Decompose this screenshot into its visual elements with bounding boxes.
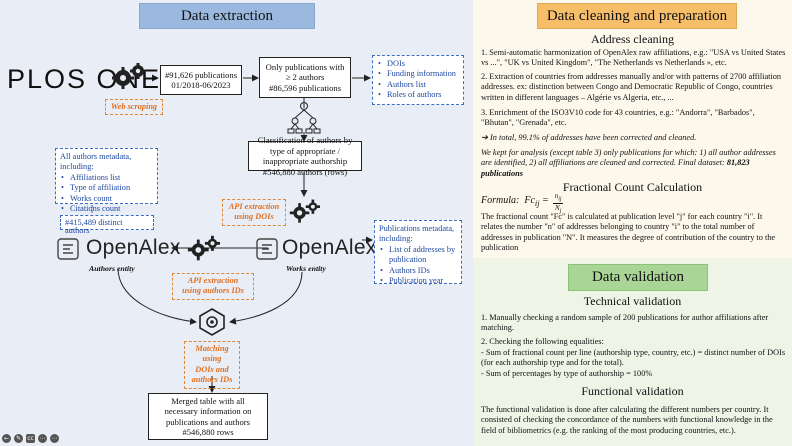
gears-icon (289, 199, 320, 223)
publications-metadata-box: Publications metadata, including: List o… (374, 220, 462, 287)
merged-line-4: #546,880 rows (182, 427, 234, 437)
technical-validation-title: Technical validation (583, 294, 682, 308)
list-item: Affiliations list (60, 173, 153, 184)
api-authors-line-2: using authors IDs (182, 286, 244, 296)
cleaning-title: Data cleaning and preparation (537, 3, 737, 29)
technical-step-1: 1. Manually checking a random sample of … (481, 313, 769, 333)
cleaning-step-1: 1. Semi-automatic harmonization of OpenA… (481, 48, 786, 68)
formula-label: Formula: (481, 195, 520, 206)
openalex-logo-icon (256, 238, 278, 260)
more-icon[interactable]: ⋯ (38, 434, 47, 443)
api-authors-label: API extraction using authors IDs (172, 273, 254, 300)
api-authors-line-1: API extraction (187, 276, 239, 285)
classification-line-4: #546,880 authors (rows) (262, 166, 348, 177)
captions-icon[interactable]: cc (26, 434, 35, 443)
validation-title: Data validation (568, 264, 708, 291)
cleaning-total: ➔ In total, 99.1% of addresses have been… (481, 133, 786, 143)
technical-step-4: - Sum of percentages by type of authorsh… (481, 369, 653, 378)
publications-period: 01/2018-06/2023 (171, 80, 231, 90)
list-item: Roles of authors (377, 90, 459, 101)
gears-icon (112, 63, 146, 89)
list-item: Publication year (379, 276, 457, 287)
list-item: Funding information (377, 69, 459, 80)
publications-count: #91,626 publications (164, 69, 238, 80)
list-item: List of addresses by publication (379, 245, 457, 266)
kept-text: We kept for analysis (except table 3) on… (481, 148, 776, 168)
filter-line-1: Only publications with (265, 61, 345, 72)
metadata-list-box: DOIs Funding information Authors list Ro… (372, 55, 464, 105)
fractional-count-title: Fractional Count Calculation (562, 180, 703, 194)
authors-metadata-box: All authors metadata, including: Affilia… (55, 148, 158, 215)
cleaning-total-text: In total, 99.1% of addresses have been c… (490, 133, 697, 142)
merged-line-2: necessary information on (164, 406, 252, 416)
api-dois-label: API extraction using DOIs (222, 199, 286, 226)
gears-icon (187, 235, 220, 261)
slide-toolbar: ← ✎ cc ⋯ ⋯ (2, 434, 59, 445)
matching-label: Matching using DOIs and authors IDs (184, 341, 240, 389)
openalex-logo-icon (57, 238, 79, 260)
merged-table-box: Merged table with all necessary informat… (148, 393, 268, 440)
openalex-authors-logo: OpenAlex (86, 236, 181, 259)
list-item: Type of affiliation (60, 183, 153, 194)
cleaning-step-2: 2. Extraction of countries from addresse… (481, 72, 782, 102)
list-item: Authors IDs (379, 266, 457, 277)
web-scraping-label: Web scraping (105, 99, 163, 116)
works-entity-label: Works entity (286, 264, 326, 273)
authors-entity-label: Authors entity (89, 264, 135, 273)
final-dataset-count: 81,823 publications (481, 158, 750, 178)
openalex-works-logo: OpenAlex (282, 236, 377, 259)
list-item: Authors list (377, 80, 459, 91)
filter-line-2: ≥ 2 authors (285, 72, 325, 83)
classification-line-3: inappropriate authorship (262, 156, 348, 166)
matching-gear-icon (199, 308, 225, 336)
merged-line-1: Merged table with all (171, 395, 245, 406)
fractional-count-text: The fractional count "Fc" is calculated … (481, 212, 776, 252)
api-dois-line-1: API extraction (228, 202, 280, 211)
list-item: Citations count (60, 204, 153, 215)
pub-meta-title-2: including: (379, 234, 413, 244)
filter-box: Only publications with ≥ 2 authors #86,5… (259, 57, 351, 98)
publications-box: #91,626 publications 01/2018-06/2023 (160, 65, 242, 95)
cleaning-kept: We kept for analysis (except table 3) on… (481, 148, 786, 179)
classification-line-1: Classification of authors by (257, 135, 353, 145)
matching-line-2: DOIs and (195, 364, 229, 374)
api-dois-line-2: using DOIs (234, 212, 274, 222)
pub-meta-title-1: Publications metadata, (379, 224, 455, 233)
distinct-authors-box: #415,489 distinct authors (60, 215, 154, 235)
address-cleaning-title: Address cleaning (591, 32, 674, 46)
extraction-title: Data extraction (139, 3, 315, 29)
list-item: Works count (60, 194, 153, 205)
filter-line-3: #86,596 publications (268, 82, 342, 93)
edit-icon[interactable]: ✎ (14, 434, 23, 443)
matching-line-3: authors IDs (191, 375, 233, 385)
functional-validation-title: Functional validation (581, 384, 684, 398)
back-icon[interactable]: ← (2, 434, 11, 443)
authors-metadata-title: All authors metadata, including: (60, 152, 132, 172)
technical-step-3: - Sum of fractional count per line (auth… (481, 348, 786, 368)
merged-line-3: publications and authors (165, 416, 250, 427)
more-options-icon[interactable]: ⋯ (50, 434, 59, 443)
matching-line-1: Matching using (195, 344, 229, 364)
classification-box: Classification of authors by type of app… (248, 135, 362, 177)
technical-step-2: 2. Checking the following equalities: (481, 337, 604, 346)
functional-text: The functional validation is done after … (481, 405, 773, 435)
cleaning-step-3: 3. Enrichment of the ISO3V10 code for 43… (481, 108, 755, 128)
classification-line-2: type of appropriate / (270, 145, 340, 156)
formula-expression: Fcij = (521, 195, 549, 208)
arrow-icon: ➔ (481, 133, 491, 142)
cleaning-panel (473, 0, 792, 258)
list-item: DOIs (377, 59, 459, 70)
